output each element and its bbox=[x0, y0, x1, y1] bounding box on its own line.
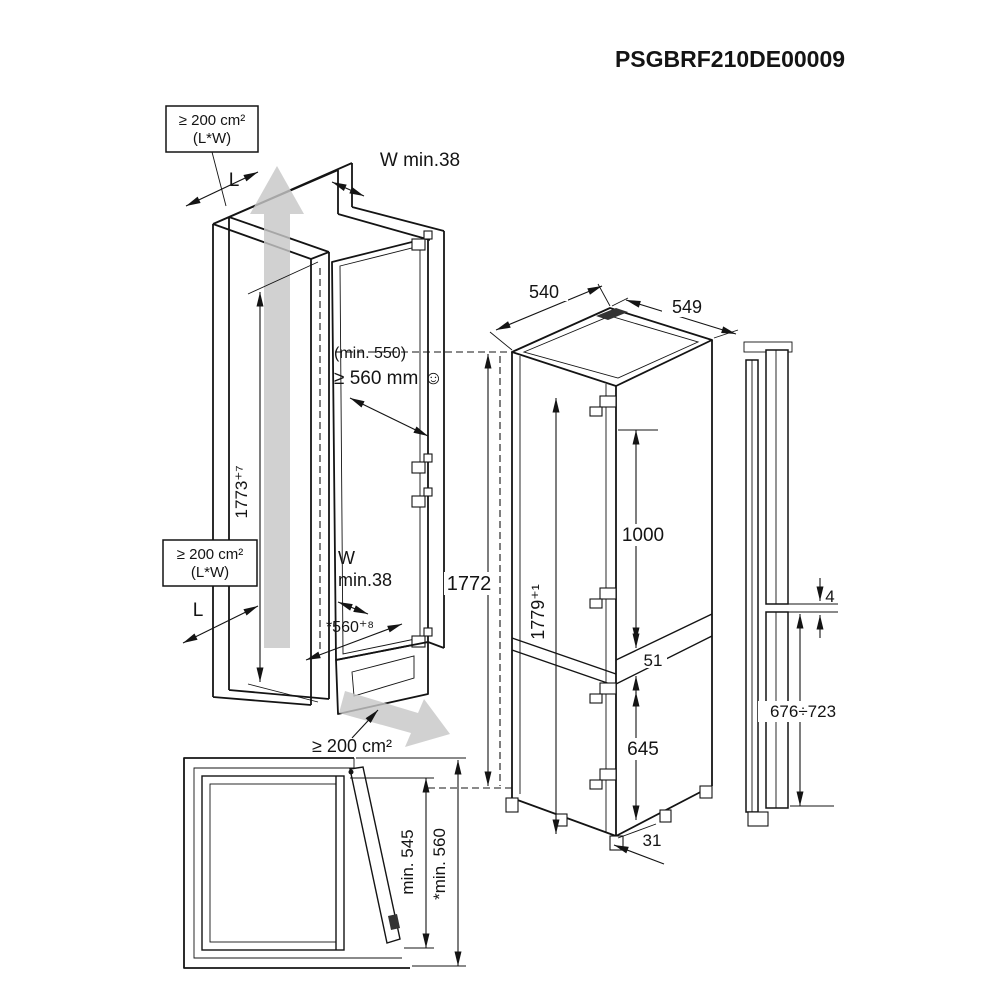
depth-540-label: 540 bbox=[529, 282, 559, 302]
vent-bottom-area-label: ≥ 200 cm² bbox=[312, 736, 392, 756]
label-backing bbox=[444, 572, 494, 595]
top-view-door-swing bbox=[183, 757, 410, 969]
airflow-arrow-bottom bbox=[339, 691, 450, 747]
top-hinge-block bbox=[596, 308, 628, 320]
label-backing bbox=[662, 298, 712, 317]
extension-lines bbox=[211, 151, 838, 967]
upper-door-height-label: 1000 bbox=[622, 525, 664, 546]
label-backing bbox=[520, 283, 568, 301]
appliance-hinges bbox=[589, 395, 617, 790]
door-panel-side-view bbox=[743, 341, 793, 827]
door-open-total-label: *min. 560 bbox=[430, 828, 449, 900]
label-backing bbox=[618, 524, 668, 546]
appliance-height-label: 1779⁺¹ bbox=[528, 584, 548, 640]
niche-depth-note-label: (min. 550) bbox=[334, 345, 406, 362]
niche-height-label: 1773⁺⁷ bbox=[232, 466, 251, 519]
vent-top-area-label: ≥ 200 cm² bbox=[179, 112, 246, 129]
clearance-mid-min-label: min.38 bbox=[338, 570, 392, 590]
length-top-label: L bbox=[229, 170, 240, 191]
vent-bottom-leader bbox=[351, 709, 379, 739]
door-open-min-depth-label: min. 545 bbox=[398, 829, 417, 894]
gap-51-label: 51 bbox=[644, 651, 663, 670]
width-549-label: 549 bbox=[672, 297, 702, 317]
door-handle bbox=[388, 914, 400, 930]
hinge-pivot bbox=[348, 769, 354, 775]
foot-depth-31-label: 31 bbox=[643, 831, 662, 850]
hidden-edge-lines bbox=[319, 268, 512, 789]
vent-mid-area-label: ≥ 200 cm² bbox=[177, 546, 244, 563]
vent-mid-sub-label: (L*W) bbox=[191, 564, 229, 581]
airflow-arrow-up bbox=[250, 166, 304, 648]
panel-range-label: 676÷723 bbox=[770, 702, 836, 721]
niche-width-label: *560⁺⁸ bbox=[326, 619, 374, 636]
clearance-top-label: W min.38 bbox=[380, 150, 460, 171]
document-code: PSGBRF210DE00009 bbox=[615, 46, 845, 72]
appliance-feet bbox=[505, 785, 713, 851]
label-backing bbox=[618, 738, 668, 760]
lower-door-height-label: 645 bbox=[627, 739, 659, 760]
label-backing bbox=[640, 652, 667, 668]
door-hinges bbox=[411, 230, 433, 648]
label-backing bbox=[758, 701, 848, 722]
vent-area-box-mid bbox=[162, 539, 258, 587]
niche-inner-height-label: 1772 bbox=[447, 573, 492, 595]
open-door-flap bbox=[349, 766, 401, 944]
length-mid-label: L bbox=[193, 600, 204, 621]
panel-gap-4-label: 4 bbox=[825, 587, 834, 606]
appliance-3d-view bbox=[505, 307, 713, 851]
dimension-lines bbox=[182, 171, 824, 966]
niche-depth-label: ≥ 560 mm ☺ bbox=[334, 368, 443, 389]
cabinet-door-panel bbox=[331, 230, 433, 661]
vent-top-sub-label: (L*W) bbox=[193, 130, 231, 147]
clearance-mid-w-label: W bbox=[338, 548, 355, 568]
